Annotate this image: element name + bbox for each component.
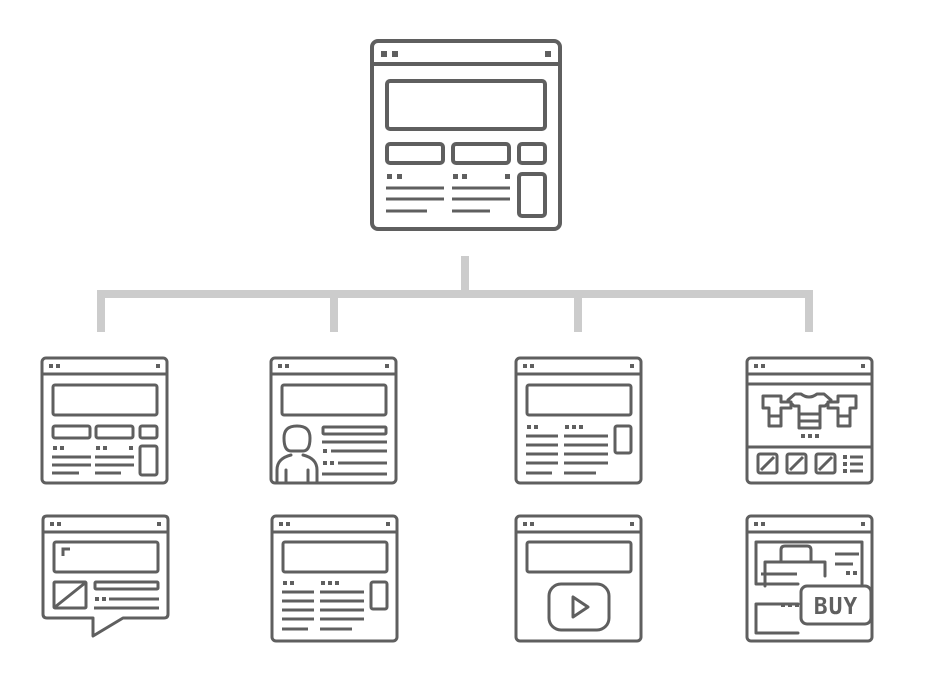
tshirt-icon xyxy=(761,392,858,430)
profile-page-icon xyxy=(269,356,398,485)
buy-button[interactable]: BUY xyxy=(799,584,873,626)
comment-page-icon xyxy=(41,514,170,638)
shop-catalog-icon xyxy=(745,356,874,485)
buy-label: BUY xyxy=(814,594,859,620)
person-icon xyxy=(275,424,319,485)
checkout-page-icon: BUY xyxy=(745,514,874,643)
play-icon xyxy=(547,582,611,632)
hierarchy-connector xyxy=(97,256,813,332)
video-page-icon xyxy=(514,514,643,643)
homepage-layout-icon xyxy=(40,356,169,485)
article-page-icon xyxy=(514,356,643,485)
website-wireframe-icon xyxy=(370,39,562,231)
blog-post-page-icon xyxy=(270,514,399,643)
shopping-bag-icon xyxy=(761,544,827,588)
